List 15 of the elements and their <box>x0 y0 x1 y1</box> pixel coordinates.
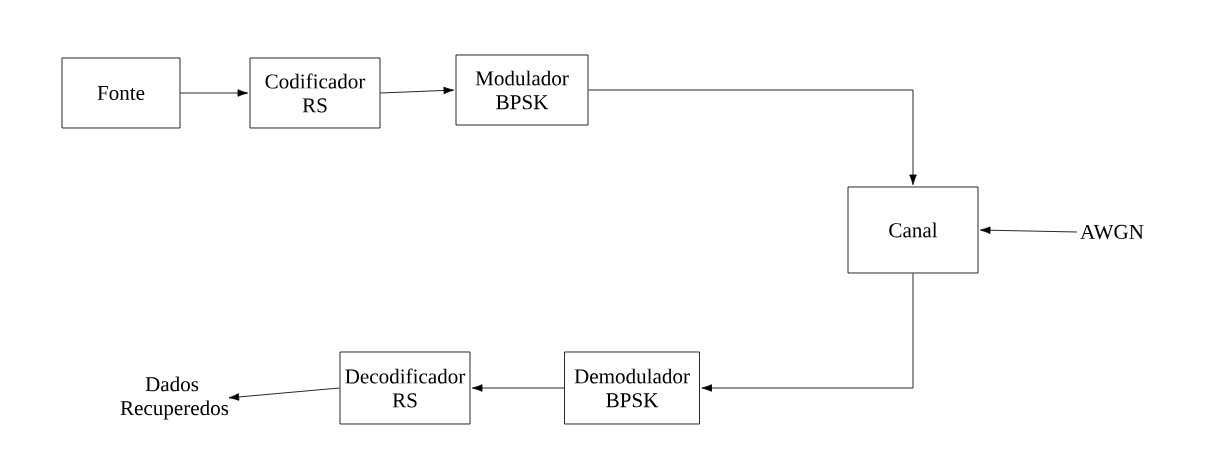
arrow <box>380 86 455 95</box>
arrow <box>180 89 249 97</box>
process-box: Demodulador BPSK <box>564 351 700 425</box>
process-box: Codificador RS <box>249 57 381 129</box>
arrow <box>471 384 565 392</box>
process-box: Decodificador RS <box>339 351 471 425</box>
arrow <box>228 387 340 401</box>
process-box: Canal <box>847 186 979 274</box>
output-label: Dados Recuperedos <box>120 376 229 420</box>
signal-label: AWGN <box>1080 224 1144 240</box>
arrow <box>979 226 1078 234</box>
process-box: Modulador BPSK <box>455 54 589 126</box>
arrow <box>588 89 917 186</box>
process-box: Fonte <box>61 57 181 129</box>
arrow <box>701 273 914 392</box>
